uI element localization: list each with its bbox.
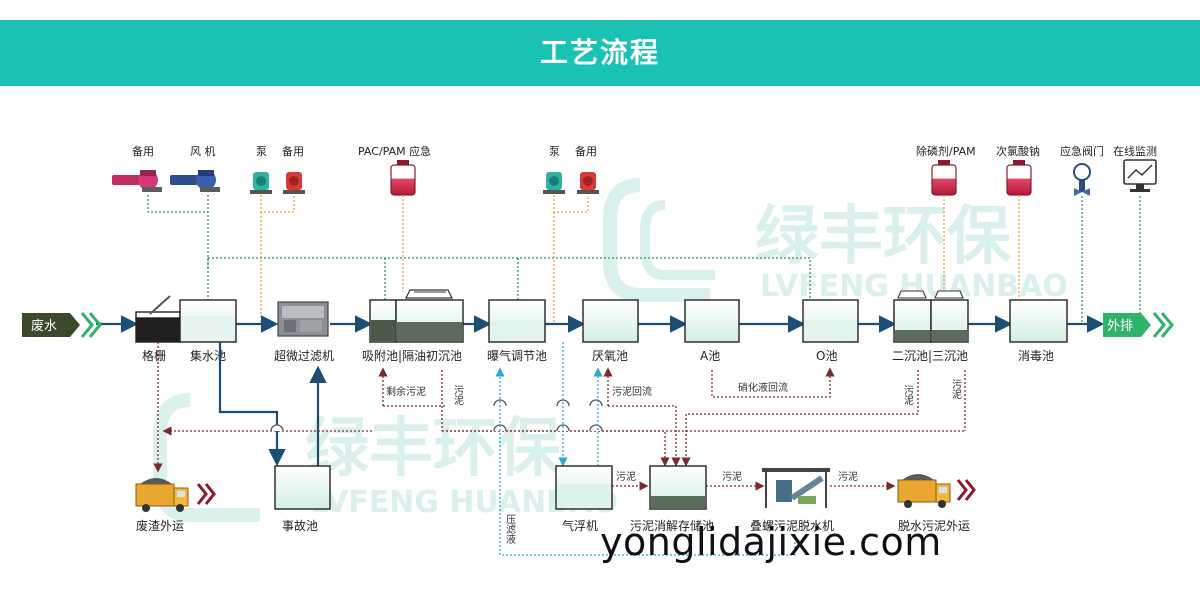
emergency-valve-icon bbox=[1073, 163, 1091, 196]
anaerobic-tank bbox=[582, 299, 639, 343]
label-disinfect: 消毒池 bbox=[1018, 349, 1054, 363]
watermark-en: LVFENG HUANBAO bbox=[760, 269, 1068, 304]
dosing-tank-pac-icon bbox=[390, 160, 416, 196]
watermark-cn-2: 绿丰环保 bbox=[305, 412, 562, 486]
outlet-label: 外排 bbox=[1107, 319, 1133, 334]
pump-backup-2-icon bbox=[577, 172, 599, 194]
disinfection-tank bbox=[1009, 299, 1068, 343]
label-filter: 超微过滤机 bbox=[274, 348, 334, 363]
oil-separation-tank bbox=[395, 289, 464, 343]
dosing-tank-phos-icon bbox=[931, 160, 957, 196]
pump-backup-1-icon bbox=[283, 172, 305, 194]
accident-tank bbox=[274, 465, 331, 510]
a-tank bbox=[684, 299, 740, 343]
pump-1-icon bbox=[250, 172, 272, 194]
adsorption-tank bbox=[369, 299, 397, 343]
label-o-tank: O池 bbox=[816, 349, 837, 363]
label-sludge-out: 脱水污泥外运 bbox=[898, 518, 970, 533]
label-monitor: 在线监测 bbox=[1113, 144, 1157, 158]
label-valve: 应急阀门 bbox=[1060, 144, 1104, 158]
label-sludge-v2: 污泥 bbox=[902, 385, 914, 406]
sludge-lines bbox=[153, 342, 966, 491]
label-accident: 事故池 bbox=[282, 518, 318, 533]
tertiary-settling-tank bbox=[930, 290, 969, 343]
dosing-tank-hypo-icon bbox=[1006, 160, 1032, 196]
aeration-tank bbox=[488, 299, 546, 343]
watermark-logo: 绿丰环保 LVFENG HUANBAO bbox=[603, 178, 1068, 304]
page-title: 工艺流程 bbox=[539, 36, 660, 69]
ultra-filter-machine bbox=[277, 301, 329, 337]
inlet-tag: 废水 bbox=[22, 312, 102, 338]
blower-main-icon bbox=[170, 170, 220, 192]
label-sludge-h1: 污泥 bbox=[616, 470, 636, 483]
label-backup-3: 备用 bbox=[575, 144, 597, 158]
label-aeration: 曝气调节池 bbox=[487, 348, 547, 363]
sludge-storage-tank bbox=[649, 465, 707, 510]
blower-backup-icon bbox=[112, 170, 162, 192]
label-sludge-h3: 污泥 bbox=[838, 470, 858, 483]
outlet-tag: 外排 bbox=[1103, 312, 1174, 338]
label-grille: 格栅 bbox=[142, 348, 166, 363]
label-sludge-h2: 污泥 bbox=[722, 470, 742, 483]
label-nitrate-reflux: 硝化液回流 bbox=[738, 381, 788, 394]
label-sludge-v3: 污泥 bbox=[950, 379, 962, 400]
air-supply-lines bbox=[147, 195, 811, 300]
label-hypo: 次氯酸钠 bbox=[996, 144, 1040, 158]
label-settle: 二沉池|三沉池 bbox=[892, 349, 968, 363]
accident-flow-lines bbox=[218, 342, 327, 467]
label-sludge-v1: 污泥 bbox=[452, 385, 464, 406]
label-pac-pam: PAC/PAM 应急 bbox=[358, 144, 431, 158]
grille-unit bbox=[135, 295, 181, 343]
screw-dewatering-machine bbox=[762, 468, 830, 508]
inlet-label: 废水 bbox=[31, 318, 57, 334]
label-adsorb: 吸附池|隔油初沉池 bbox=[362, 349, 462, 363]
watermark-cn: 绿丰环保 bbox=[755, 200, 1012, 274]
o-tank bbox=[802, 299, 859, 343]
label-collect: 集水池 bbox=[190, 348, 226, 363]
label-sludge-store: 污泥消解存储池 bbox=[630, 518, 714, 533]
website-watermark: yonglidajixie.com bbox=[600, 520, 942, 564]
label-filtrate: 压滤液 bbox=[504, 514, 516, 545]
pump-2-icon bbox=[543, 172, 565, 194]
process-flow-diagram: 绿丰环保 LVFENG HUANBAO 绿丰环保 LVFENG HUANBAO … bbox=[22, 144, 1174, 556]
label-excess-sludge: 剩余污泥 bbox=[386, 385, 426, 398]
label-fan: 风 机 bbox=[190, 144, 216, 158]
label-slag: 废渣外运 bbox=[136, 518, 184, 533]
header-band bbox=[0, 20, 1200, 86]
label-dewater: 叠螺污泥脱水机 bbox=[750, 518, 834, 533]
label-anaerobic: 厌氧池 bbox=[592, 349, 628, 363]
flotation-machine bbox=[555, 465, 613, 510]
label-flotation: 气浮机 bbox=[562, 518, 598, 533]
label-backup-2: 备用 bbox=[282, 144, 304, 158]
filtrate-lines bbox=[495, 342, 796, 556]
watermark-logo-2: 绿丰环保 LVFENG HUANBAO bbox=[153, 393, 618, 522]
collection-tank bbox=[179, 299, 237, 343]
label-pump-1: 泵 bbox=[256, 145, 267, 158]
sludge-truck-icon bbox=[897, 474, 976, 508]
label-pump-2: 泵 bbox=[549, 145, 560, 158]
monitor-lines bbox=[1081, 196, 1141, 322]
label-sludge-reflux: 污泥回流 bbox=[612, 385, 652, 398]
header-banner: 工艺流程 bbox=[0, 0, 1200, 86]
label-a-tank: A池 bbox=[700, 349, 720, 363]
label-phos: 除磷剂/PAM bbox=[916, 144, 976, 158]
slag-truck-icon bbox=[135, 478, 216, 512]
label-backup-1: 备用 bbox=[132, 144, 154, 158]
online-monitor-icon bbox=[1123, 159, 1157, 192]
